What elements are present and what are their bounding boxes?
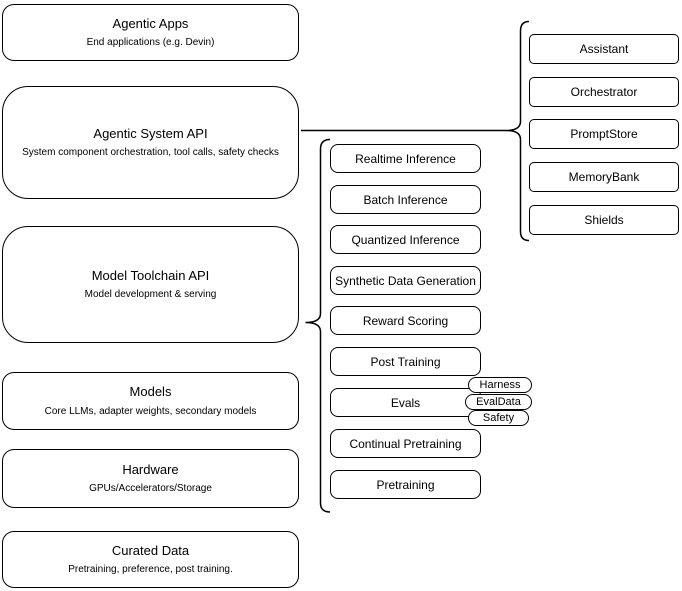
node-models: Models Core LLMs, adapter weights, secon… (2, 372, 299, 430)
node-subtitle: End applications (e.g. Devin) (86, 37, 215, 49)
toolchain-brace (305, 138, 331, 513)
node-shields: Shields (529, 205, 679, 235)
node-orchestrator: Orchestrator (529, 77, 679, 107)
node-evals: Evals (330, 388, 481, 417)
components-brace (505, 20, 530, 242)
node-assistant: Assistant (529, 34, 679, 64)
node-reward-scoring: Reward Scoring (330, 306, 481, 335)
pill-safety: Safety (468, 410, 529, 426)
node-agentic-apps: Agentic Apps End applications (e.g. Devi… (2, 4, 299, 61)
node-agentic-system-api: Agentic System API System component orch… (2, 86, 299, 199)
node-realtime-inference: Realtime Inference (330, 144, 481, 173)
node-pretraining: Pretraining (330, 470, 481, 499)
node-title: Agentic Apps (112, 15, 189, 31)
pill-evaldata: EvalData (465, 394, 532, 410)
node-promptstore: PromptStore (529, 119, 679, 149)
node-title: Models (129, 384, 172, 400)
node-subtitle: Pretraining, preference, post training. (68, 564, 233, 576)
node-subtitle: Model development & serving (84, 289, 217, 301)
node-title: Agentic System API (93, 125, 208, 141)
node-title: Model Toolchain API (91, 267, 210, 283)
node-subtitle: GPUs/Accelerators/Storage (89, 483, 212, 495)
node-post-training: Post Training (330, 347, 481, 376)
node-curated-data: Curated Data Pretraining, preference, po… (2, 531, 299, 588)
node-memorybank: MemoryBank (529, 162, 679, 192)
node-title: Curated Data (111, 542, 190, 558)
node-subtitle: System component orchestration, tool cal… (22, 147, 279, 159)
node-synthetic-data-generation: Synthetic Data Generation (330, 266, 481, 295)
node-batch-inference: Batch Inference (330, 185, 481, 214)
node-subtitle: Core LLMs, adapter weights, secondary mo… (44, 405, 257, 417)
node-title: Hardware (122, 461, 179, 477)
node-model-toolchain-api: Model Toolchain API Model development & … (2, 226, 299, 343)
node-hardware: Hardware GPUs/Accelerators/Storage (2, 449, 299, 508)
node-quantized-inference: Quantized Inference (330, 225, 481, 254)
pill-harness: Harness (468, 377, 532, 393)
node-continual-pretraining: Continual Pretraining (330, 429, 481, 458)
